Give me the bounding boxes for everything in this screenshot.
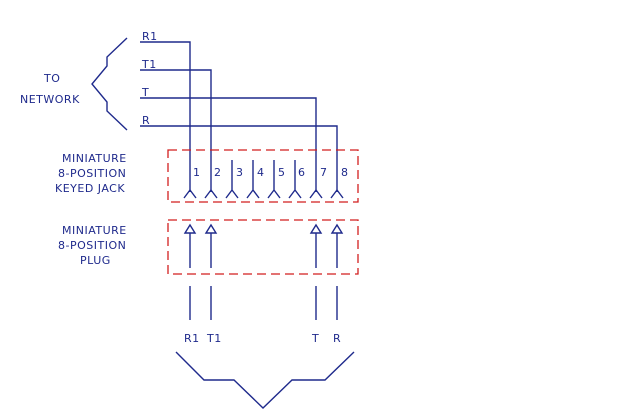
pin-label-7: 7 (320, 166, 327, 179)
line-label-r1: R1 (142, 30, 158, 43)
jack-pin-3: 3 (225, 160, 243, 199)
jack-contact-4 (246, 160, 260, 199)
plug-contact-r1 (183, 223, 197, 268)
pin-label-2: 2 (214, 166, 221, 179)
to-network-label-line2: NETWORK (20, 93, 80, 106)
jack-contact-1 (183, 188, 197, 199)
pin-label-5: 5 (278, 166, 285, 179)
to-network-label-line1: TO (43, 72, 60, 85)
plug-box (167, 219, 359, 275)
jack-pin-5: 5 (267, 160, 285, 199)
wire-t (140, 97, 317, 192)
jack-contact-3 (225, 160, 239, 199)
lead-label-t1: T1 (206, 332, 222, 345)
lead-label-t: T (311, 332, 319, 345)
jack-pin-1: 1 (183, 166, 200, 199)
bottom-brace (175, 351, 355, 409)
plug-contact-t (309, 223, 323, 268)
jack-pin-8: 8 (330, 166, 348, 199)
jack-box (167, 149, 359, 203)
jack-label-line1: MINIATURE (62, 152, 127, 165)
pin-label-6: 6 (298, 166, 305, 179)
jack-pin-4: 4 (246, 160, 264, 199)
jack-pin-7: 7 (309, 166, 327, 199)
jack-contact-2 (204, 188, 218, 199)
network-brace (91, 37, 128, 131)
jack-contact-7 (309, 188, 323, 199)
pin-label-4: 4 (257, 166, 264, 179)
line-label-t1: T1 (141, 58, 157, 71)
jack-contact-5 (267, 160, 281, 199)
plug-contacts (183, 223, 344, 268)
wire-t1 (140, 69, 212, 192)
jack-pin-6: 6 (288, 160, 305, 199)
plug-leads (189, 286, 338, 320)
wire-r (140, 125, 338, 192)
jack-label-line3: KEYED JACK (55, 182, 125, 195)
jack-pin-2: 2 (204, 166, 221, 199)
pin-label-3: 3 (236, 166, 243, 179)
jack-pins: 1 2 3 4 5 6 7 8 (183, 160, 348, 199)
jack-contact-8 (330, 188, 344, 199)
plug-label-line2: 8-POSITION (58, 239, 126, 252)
jack-label-line2: 8-POSITION (58, 167, 126, 180)
pin-label-8: 8 (341, 166, 348, 179)
wire-r1 (140, 41, 191, 192)
plug-label-line3: PLUG (80, 254, 111, 267)
jack-contact-6 (288, 160, 302, 199)
plug-label-line1: MINIATURE (62, 224, 127, 237)
plug-contact-t1 (204, 223, 218, 268)
lead-label-r: R (333, 332, 341, 345)
line-label-t: T (141, 86, 149, 99)
plug-contact-r (330, 223, 344, 268)
lead-label-r1: R1 (184, 332, 200, 345)
line-label-r: R (142, 114, 150, 127)
pin-label-1: 1 (193, 166, 200, 179)
